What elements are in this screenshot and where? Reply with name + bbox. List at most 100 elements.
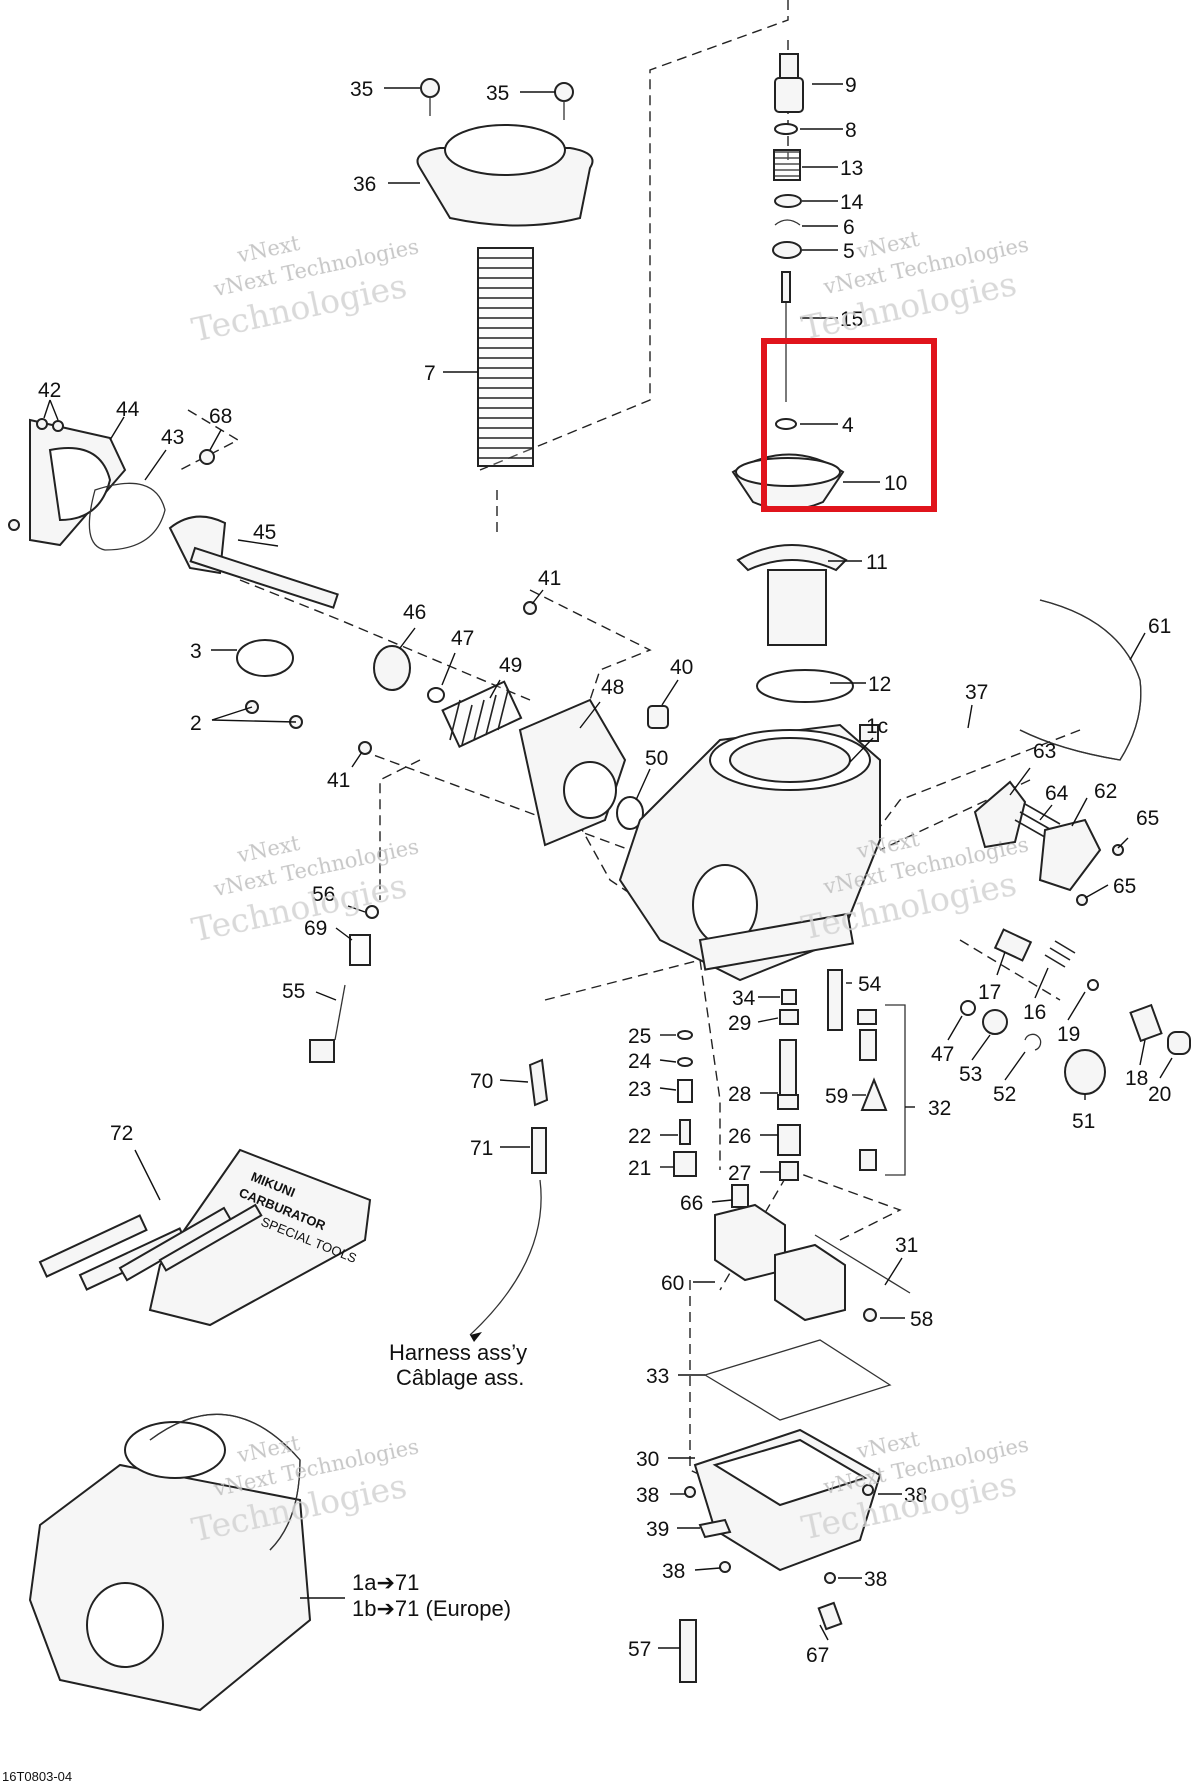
callout-25: 25 [628,1025,651,1048]
callout-32: 32 [928,1097,951,1120]
complete-carburetor-view [28,1413,312,1712]
part-38-screw-d [824,1572,836,1584]
part-39-bracket [698,1518,732,1539]
part-9-screw [779,53,799,79]
part-26-jet [777,1124,801,1156]
part-21-cap [673,1151,697,1177]
callout-17: 17 [978,981,1001,1004]
part-61-hose [1019,599,1142,761]
part-45-shaft [189,546,339,609]
harness-note-fr: Câblage ass. [396,1365,524,1390]
callout-55: 55 [282,980,305,1003]
part-59-oring [857,1009,877,1025]
callout-41-left: 41 [327,769,350,792]
part-41-screw-top [523,601,537,615]
callout-38-b: 38 [904,1484,927,1507]
part-29-oring [779,1009,799,1025]
part-42-screw-b [52,420,64,432]
part-57-tube [679,1619,697,1683]
part-72-tool-kit [148,1148,372,1327]
part-8-washer [774,123,798,135]
part-55-screw [334,984,346,1041]
part-35-screw-right [554,82,574,102]
part-3-plate [236,639,294,677]
part-47-washer [427,687,445,703]
callout-29: 29 [728,1012,751,1035]
callout-69: 69 [304,917,327,940]
callout-4: 4 [842,414,854,437]
callout-14: 14 [840,191,864,214]
part-67-screw [817,1601,843,1631]
callout-37: 37 [965,681,988,704]
leader-lines [43,83,1173,1649]
callout-59: 59 [825,1085,848,1108]
part-38-screw-b [862,1484,874,1496]
part-40-cap [647,705,669,729]
callout-9: 9 [845,74,857,97]
callout-72: 72 [110,1122,133,1145]
callout-16: 16 [1023,1001,1046,1024]
callout-labels: 9 8 13 14 6 5 15 4 10 11 12 35 35 36 7 4… [38,74,1171,1667]
part-35-screw-left [420,78,440,98]
callout-45: 45 [253,521,276,544]
part-42-screw-a [36,418,48,430]
callout-6: 6 [843,216,855,239]
carburetor-body [618,723,881,982]
part-20-cap [1167,1031,1191,1055]
harness-group [469,1058,549,1342]
callout-58: 58 [910,1308,933,1331]
callout-47-right: 47 [931,1043,954,1066]
callout-44: 44 [116,398,140,421]
right-side-group [960,599,1191,1095]
callout-18: 18 [1125,1067,1148,1090]
part-50-oring [616,796,644,830]
part-12-oring [756,669,854,703]
part-70-bracket [528,1058,549,1107]
assembly-guide-lines [179,0,1081,1541]
callout-10: 10 [884,472,907,495]
part-49-spring [441,680,523,748]
callout-71: 71 [470,1137,493,1160]
part-34-jet [781,989,797,1005]
part-43-gasket [88,482,166,551]
callout-7: 7 [424,362,436,385]
callout-62: 62 [1094,780,1117,803]
assembly-note-line2: 1b➔71 (Europe) [352,1596,511,1621]
callout-39: 39 [646,1518,669,1541]
float-bowl-group [679,1203,911,1683]
part-41-screw-left [358,741,372,755]
part-32-bracket [885,1004,906,1176]
part-6-clip [774,219,801,226]
part-42-screw-c [8,519,20,531]
assembly-note-line1: 1a➔71 [352,1570,419,1595]
callout-35-right: 35 [486,82,509,105]
jet-needle-stack [731,53,854,703]
callout-5: 5 [843,240,855,263]
tool-kit-group [38,1148,372,1327]
callout-35-left: 35 [350,78,373,101]
drawing-code: 16T0803-04 [2,1769,72,1784]
part-28-needle-jet [779,1039,797,1101]
part-16-spring [1044,940,1076,968]
callout-40: 40 [670,656,693,679]
part-68-screw [199,449,215,465]
part-14-seat [774,194,802,208]
part-7-spring [477,247,534,467]
callout-43: 43 [161,426,184,449]
callout-67: 67 [806,1644,829,1667]
callout-68: 68 [209,405,232,428]
callout-41-top: 41 [538,567,561,590]
part-58-screw [863,1308,877,1322]
part-47-washer-right [960,1000,976,1016]
part-33-gasket [703,1339,892,1421]
callout-64: 64 [1045,782,1069,805]
callout-38-c: 38 [662,1560,685,1583]
callout-22: 22 [628,1125,651,1148]
part-11-slide [736,544,848,572]
part-65-screw-a [1112,844,1124,856]
callout-33: 33 [646,1365,669,1388]
part-37-plug [859,724,879,742]
callout-53: 53 [959,1063,982,1086]
part-18-nut [1129,1003,1163,1043]
